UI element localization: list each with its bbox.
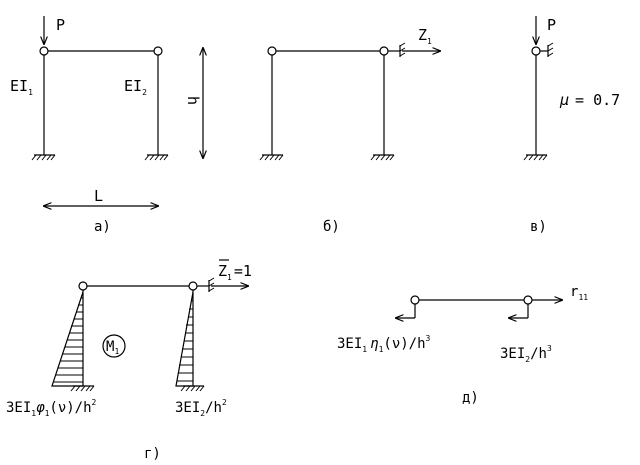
panel-g-left-moment-hatching [54,297,83,383]
panel-a-frame: P EI1 EI2 h L а) [10,16,203,235]
panel-v-link-constraint [540,42,554,57]
panel-b-caption: б) [323,219,340,235]
panel-b-right-hinge [379,46,389,56]
panel-v-mu: μ= 0.7 [559,91,620,109]
panel-a-right-fixed-support [144,154,169,161]
panel-b-left-fixed-support [259,154,284,161]
panel-g-caption: г) [144,446,161,462]
panel-b-link-constraint [388,42,406,57]
panel-v-fixed-support [523,154,548,161]
panel-a-load-label: P [56,16,65,34]
panel-g-right-moment-hatching [177,300,193,382]
panel-b-left-hinge [267,46,277,56]
panel-g-moment-label: M1 [106,339,119,356]
panel-b-displacement-label: Z1 [418,26,432,46]
panel-d-right-hinge [523,295,533,305]
panel-d-caption: д) [462,390,479,406]
panel-a-span-label: L [94,187,103,205]
panel-d-reaction-label: r11 [570,284,588,302]
panel-g-right-hinge [188,281,198,291]
panel-g-moment-circle [102,334,126,358]
panel-v-hinge [531,46,541,56]
panel-g-left-value: 3EI1φ1(ν)/h2 [6,398,97,418]
panel-g-right-fixed-support [180,385,205,392]
panel-a-stiffness-right: EI2 [124,77,147,97]
panel-g-moment-diagram: Z1=1 M1 3EI1φ1(ν)/h2 3EI2/h2 г) [6,259,252,462]
panel-g-right-moment-triangle [175,291,194,387]
panel-a-caption: а) [94,219,111,235]
panel-a-right-hinge [153,46,163,56]
panel-g-link-constraint [197,277,215,292]
panel-b-frame: Z1 б) [259,26,440,235]
panel-g-left-hinge [78,281,88,291]
panel-v-column: P μ= 0.7 в) [523,16,620,235]
panel-g-right-value: 3EI2/h2 [175,398,227,418]
panel-a-stiffness-left: EI1 [10,77,33,97]
panel-a-left-fixed-support [31,154,56,161]
panel-d-right-force: 3EI2/h3 [500,344,552,364]
panel-v-caption: в) [530,219,547,235]
panel-a-left-hinge [39,46,49,56]
panel-a-height-label: h [184,96,202,105]
panel-g-left-moment-triangle [51,291,84,387]
panel-v-load-label: P [547,16,556,34]
panel-b-right-fixed-support [370,154,395,161]
panel-g-left-fixed-support [70,385,95,392]
panel-g-unit-displacement-label: Z1=1 [218,262,252,282]
panel-d-left-hinge [410,295,420,305]
